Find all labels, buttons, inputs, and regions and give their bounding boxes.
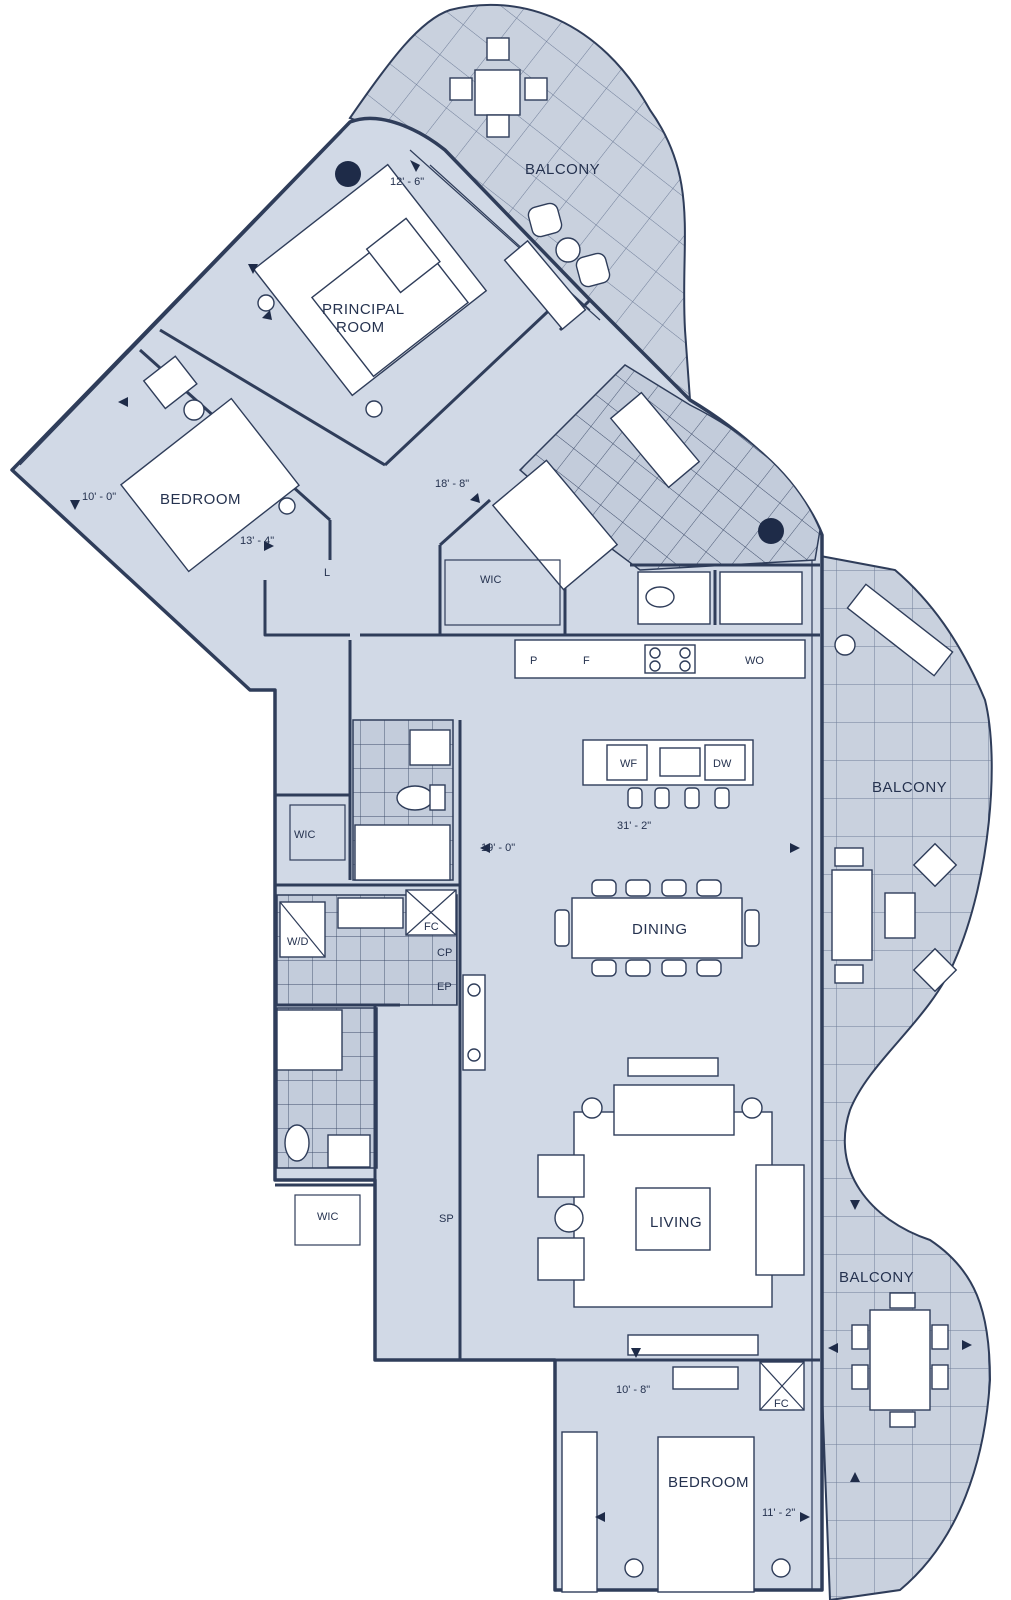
dim-principal-depth: 18' - 8" [435, 478, 469, 490]
cp-label: CP [437, 947, 452, 959]
dimension-arrows [70, 160, 972, 1522]
column-ensuite [758, 518, 784, 544]
column-top [335, 161, 361, 187]
dishwasher-label: DW [713, 758, 732, 770]
dim-bedroom-top-width: 10' - 0" [82, 491, 116, 503]
dim-bedroom-bottom-width: 10' - 8" [616, 1384, 650, 1396]
fan-coil-label-2: FC [774, 1398, 789, 1410]
wine-fridge-label: WF [620, 758, 637, 770]
dim-bedroom-top-depth: 13' - 4" [240, 535, 274, 547]
principal-room-label-2: ROOM [336, 319, 385, 336]
wall-oven-label: WO [745, 655, 764, 667]
bedroom-bottom-furniture [561, 1361, 805, 1593]
balcony-right-label: BALCONY [872, 779, 947, 796]
laundry-fixtures [279, 889, 486, 1071]
balcony-top-label: BALCONY [525, 161, 600, 178]
pantry-label: P [530, 655, 537, 667]
dim-great-room-width: 19' - 0" [481, 842, 515, 854]
wic-label-3: WIC [317, 1211, 338, 1223]
principal-room-label-1: PRINCIPAL [322, 301, 405, 318]
linen-label: L [324, 567, 330, 579]
living-label: LIVING [650, 1214, 702, 1231]
fridge-label: F [583, 655, 590, 667]
dim-bedroom-bottom-depth: 11' - 2" [762, 1507, 795, 1519]
bath2-fixtures [354, 729, 451, 881]
balcony-top [348, 3, 692, 403]
dining-label: DINING [632, 921, 688, 938]
principal-bed [252, 163, 587, 397]
dining-table-set [554, 879, 760, 977]
bath3-fixtures [276, 1009, 371, 1246]
balcony-bottom-label: BALCONY [839, 1269, 914, 1286]
closets [289, 559, 561, 861]
bedroom-bottom-label: BEDROOM [668, 1474, 749, 1491]
kitchen-counter [514, 639, 806, 809]
bedroom-top-furniture [119, 294, 383, 573]
fan-coil-label-1: FC [424, 921, 439, 933]
dim-great-room-length: 31' - 2" [617, 820, 651, 832]
bedroom-top-label: BEDROOM [160, 491, 241, 508]
dim-principal: 12' - 6" [390, 176, 424, 188]
ensuite-fixtures [491, 391, 803, 625]
living-furniture [537, 1057, 805, 1356]
wic-label-1: WIC [480, 574, 501, 586]
sp-label: SP [439, 1213, 454, 1225]
balcony-top-table [449, 37, 611, 288]
ep-label: EP [437, 981, 452, 993]
wic-label-2: WIC [294, 829, 315, 841]
washer-dryer-label: W/D [287, 936, 308, 948]
balcony-right-furniture [831, 583, 958, 993]
balcony-bottom-table [851, 1292, 949, 1428]
balcony-right [812, 553, 993, 1600]
